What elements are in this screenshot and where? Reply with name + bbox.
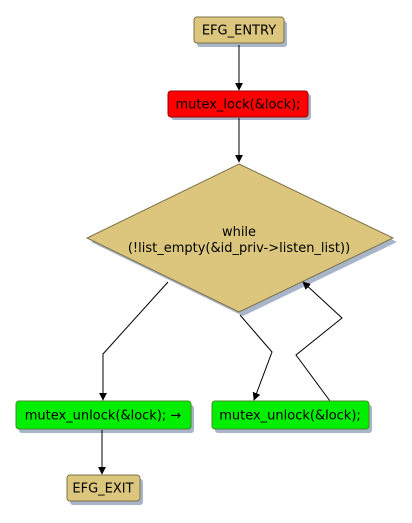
node-exit-label: EFG_EXIT: [72, 482, 133, 497]
node-efg-exit: EFG_EXIT: [66, 474, 141, 502]
node-mutex-unlock-exit: mutex_unlock(&lock); →: [15, 400, 192, 430]
node-efg-entry: EFG_ENTRY: [193, 16, 285, 44]
edge-loop-unlock-body: [239, 314, 273, 401]
node-exit-box: [66, 474, 141, 502]
node-entry-label: EFG_ENTRY: [202, 24, 276, 39]
node-loop-label-line1: while: [222, 225, 256, 240]
edge-body-loop-back: [295, 281, 343, 402]
node-entry-box: [193, 16, 285, 44]
node-unlock-body-box: [211, 400, 370, 430]
node-while-loop: while (!list_empty(&id_priv->listen_list…: [85, 163, 395, 313]
node-lock-label: mutex_lock(&lock);: [175, 98, 300, 113]
node-mutex-unlock-body: mutex_unlock(&lock);: [211, 400, 370, 430]
node-unlock-exit-box: [15, 400, 192, 430]
edge-loop-unlock-exit: [99, 281, 169, 401]
node-loop-label-line2: (!list_empty(&id_priv->listen_list)): [128, 241, 350, 256]
node-unlock-exit-label: mutex_unlock(&lock); →: [25, 409, 182, 424]
node-mutex-lock: mutex_lock(&lock);: [167, 90, 309, 118]
node-unlock-body-label: mutex_unlock(&lock);: [219, 409, 361, 424]
node-lock-box: [167, 90, 309, 118]
node-loop-diamond: [85, 163, 395, 313]
